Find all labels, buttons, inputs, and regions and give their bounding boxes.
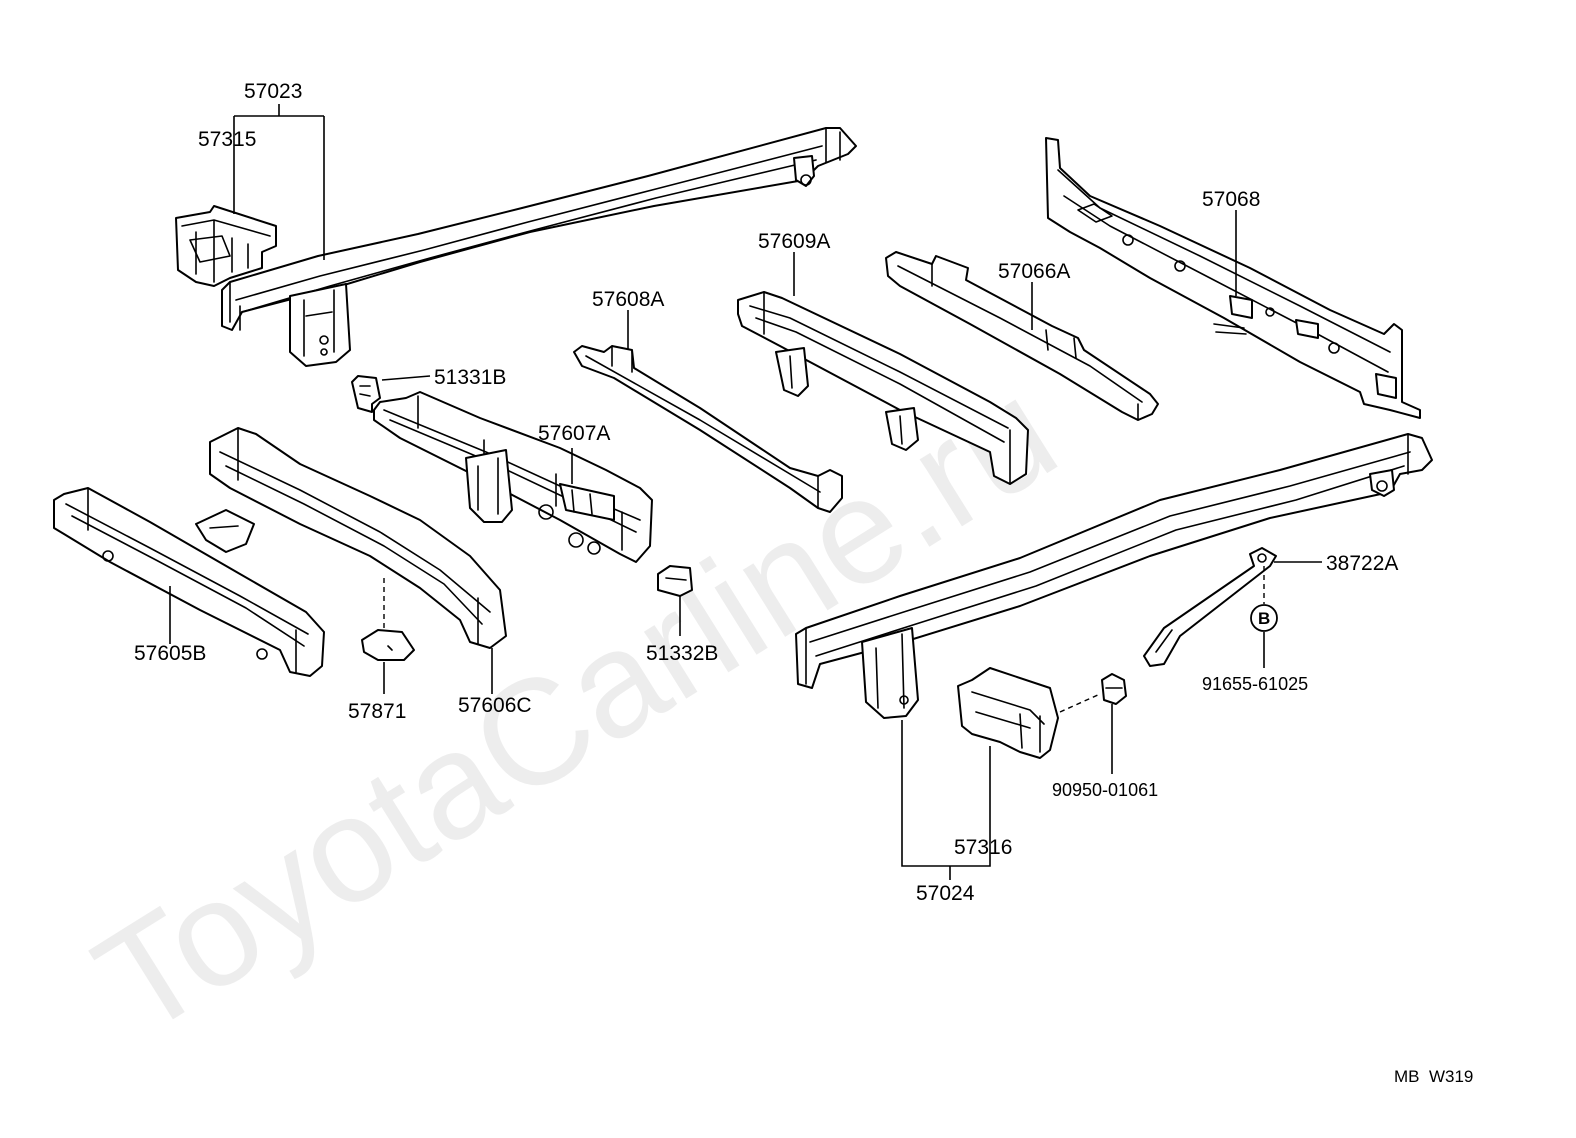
label-57605b: 57605B (134, 642, 206, 665)
label-57316: 57316 (954, 836, 1012, 859)
part-51332b-clip[interactable]: 51332B (646, 565, 718, 665)
callout-b-bolt[interactable]: B 91655-61025 (1202, 604, 1308, 694)
label-57609a: 57609A (758, 230, 830, 253)
label-57607a: 57607A (538, 422, 610, 445)
label-91655-61025: 91655-61025 (1202, 674, 1308, 694)
label-57066a: 57066A (998, 260, 1070, 283)
part-57605b-side-rail[interactable]: 57605B (53, 487, 325, 677)
label-51331b: 51331B (434, 366, 506, 389)
callout-b-letter: B (1258, 609, 1270, 628)
part-57315-bracket[interactable] (175, 205, 277, 287)
label-57068: 57068 (1202, 188, 1260, 211)
label-57871: 57871 (348, 700, 406, 723)
part-57024-frame-rail[interactable] (795, 433, 1433, 719)
part-38722a-stay[interactable]: 38722A (1143, 547, 1398, 667)
part-57607a-cross-member[interactable]: 57607A (373, 391, 653, 563)
part-57608a-cross-member[interactable]: 57608A (573, 288, 843, 513)
part-90950-01061-grommet[interactable]: 90950-01061 (1052, 673, 1158, 800)
label-57606c: 57606C (458, 694, 532, 717)
part-57871-plate[interactable]: 57871 (348, 578, 415, 723)
callout-57024: 57316 57024 (901, 720, 1012, 905)
part-57023-frame-rail[interactable] (221, 127, 857, 367)
part-51331b-bracket[interactable]: 51331B (351, 366, 506, 413)
part-57068-rear-member[interactable]: 57068 (1045, 137, 1421, 419)
part-57066a-cross-member[interactable]: 57066A (885, 251, 1159, 421)
callout-57023: 57023 (233, 80, 325, 260)
label-38722a: 38722A (1326, 552, 1398, 575)
label-57024: 57024 (916, 882, 975, 905)
part-57606c-side-rail[interactable]: 57606C (209, 427, 532, 717)
part-57609a-cross-member[interactable]: 57609A (737, 230, 1029, 485)
part-57316-bracket[interactable] (957, 667, 1101, 759)
label-57023: 57023 (244, 80, 302, 103)
callout-b-circle (1250, 604, 1278, 632)
label-57315: 57315 (198, 128, 256, 151)
drawing-code: MB W319 (1394, 1067, 1473, 1086)
label-90950-01061: 90950-01061 (1052, 780, 1158, 800)
label-51332b: 51332B (646, 642, 718, 665)
label-57608a: 57608A (592, 288, 664, 311)
callout-57315: 57315 (198, 128, 256, 151)
